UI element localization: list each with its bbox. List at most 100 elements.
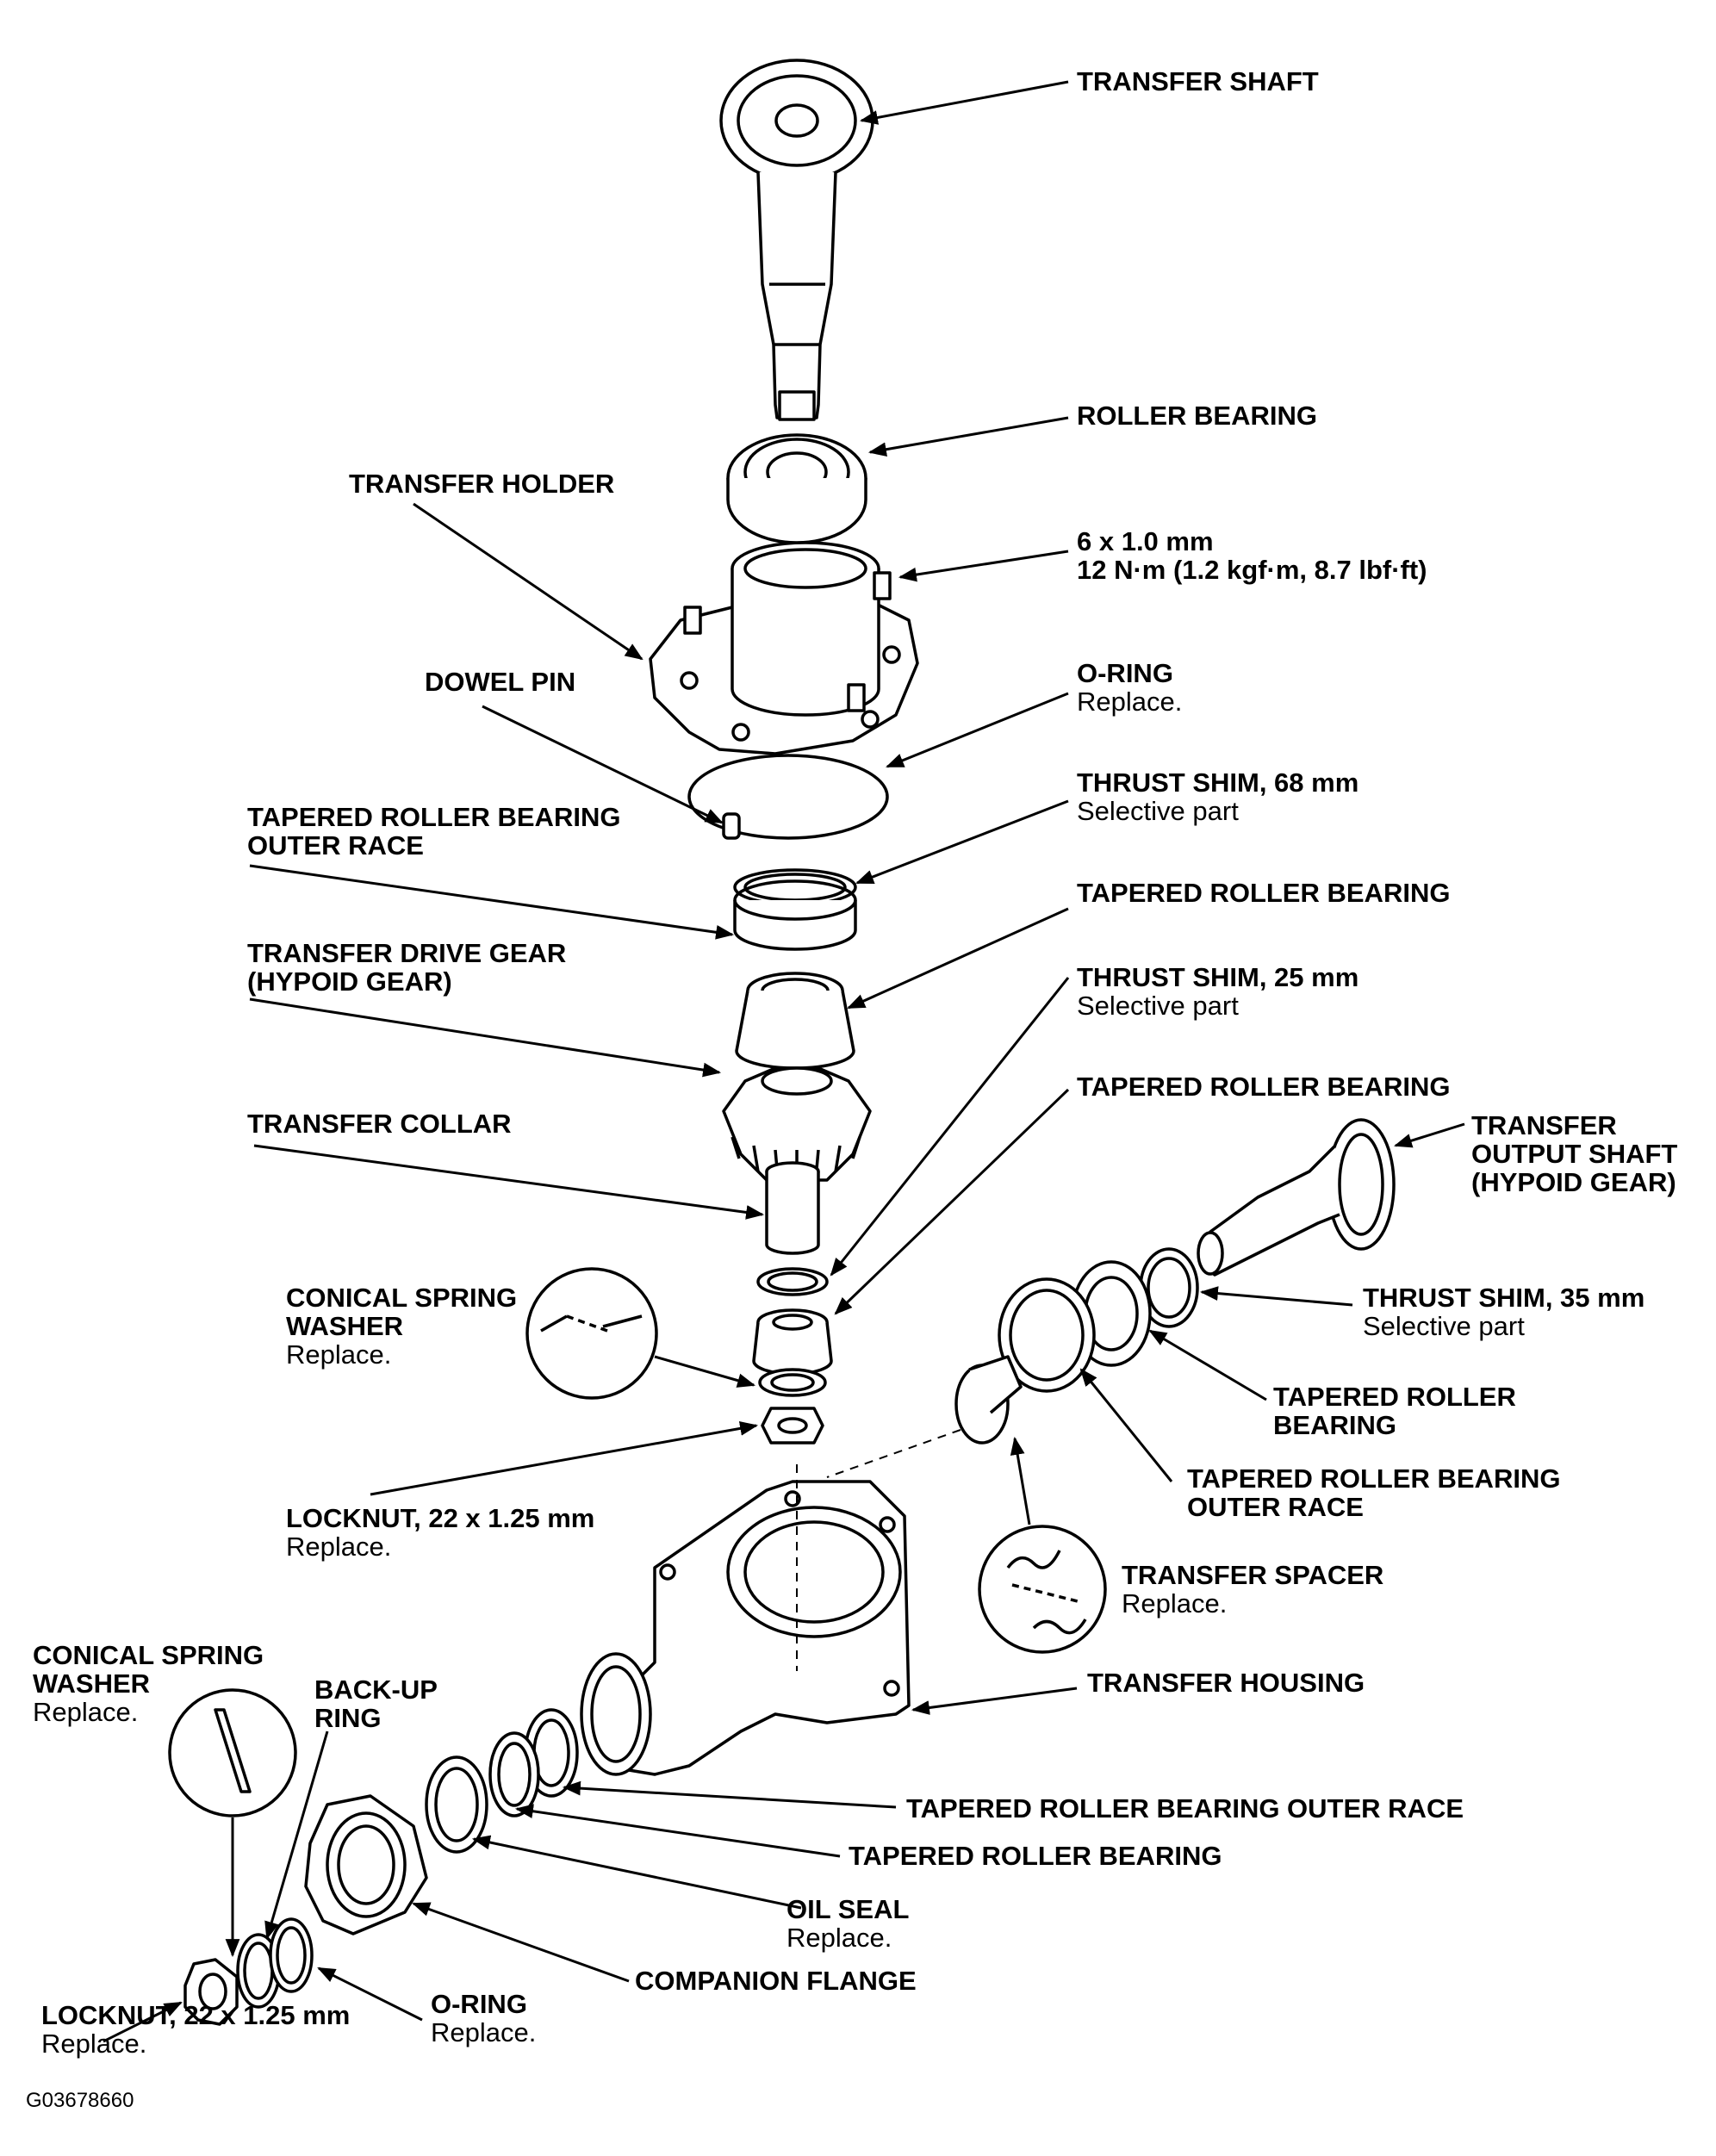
label-companion-flange: COMPANION FLANGE	[635, 1966, 917, 1995]
label-note: Replace.	[41, 2029, 147, 2059]
label-title: TRANSFER DRIVE GEAR	[247, 938, 567, 968]
label-conical-washer-1: CONICAL SPRING WASHER Replace.	[286, 1283, 517, 1369]
label-title: TRANSFER	[1471, 1110, 1617, 1140]
transfer-shaft-part	[719, 59, 874, 421]
label-note: Replace.	[431, 2017, 537, 2047]
label-output-shaft: TRANSFER OUTPUT SHAFT (HYPOID GEAR)	[1471, 1111, 1677, 1196]
leader-dowel-pin	[482, 705, 724, 824]
label-title: O-RING	[431, 1989, 527, 2019]
spacer-detail-circle	[978, 1525, 1107, 1654]
leader-drive-gear	[249, 997, 722, 1078]
label-o-ring-top: O-RING Replace.	[1077, 659, 1182, 716]
leader-locknut-2	[103, 2001, 183, 2043]
leader-outer-race-3	[562, 1780, 897, 1809]
label-note: Replace.	[786, 1923, 892, 1953]
label-transfer-spacer: TRANSFER SPACER Replace.	[1122, 1561, 1383, 1618]
label-title: THRUST SHIM, 68 mm	[1077, 767, 1359, 798]
label-note: Replace.	[286, 1339, 392, 1370]
label-title: TAPERED ROLLER BEARING	[1077, 878, 1451, 908]
label-roller-bearing: ROLLER BEARING	[1077, 401, 1317, 430]
roller-bearing-part	[726, 433, 867, 544]
label-drive-gear: TRANSFER DRIVE GEAR (HYPOID GEAR)	[247, 939, 566, 996]
label-title: OIL SEAL	[786, 1894, 910, 1924]
label-title: TRANSFER COLLAR	[247, 1109, 512, 1139]
leader-trb-2	[834, 1088, 1070, 1315]
label-trb-outer-race-1: TAPERED ROLLER BEARING OUTER RACE	[247, 803, 620, 860]
output-shaft-part	[1197, 1118, 1396, 1277]
label-trb-3: TAPERED ROLLER BEARING	[1273, 1382, 1516, 1439]
leader-o-ring-bottom	[317, 1966, 423, 2022]
label-title-2: RING	[314, 1703, 382, 1733]
label-title-2: WASHER	[33, 1668, 151, 1699]
leader-transfer-housing	[911, 1687, 1078, 1715]
label-bolt-spec: 6 x 1.0 mm 12 N·m (1.2 kgf·m, 8.7 lbf·ft…	[1077, 527, 1427, 584]
label-note: Selective part	[1077, 991, 1239, 1021]
label-title: O-RING	[1077, 658, 1173, 688]
leader-back-up-ring	[264, 1730, 329, 1941]
label-title: TRANSFER HOUSING	[1087, 1668, 1365, 1698]
leader-thrust-shim-35	[1199, 1286, 1353, 1307]
label-thrust-shim-25: THRUST SHIM, 25 mm Selective part	[1077, 963, 1358, 1020]
shim-and-race-top	[733, 868, 857, 951]
o-ring-top-part	[687, 754, 889, 840]
label-note: 12 N·m (1.2 kgf·m, 8.7 lbf·ft)	[1077, 555, 1427, 585]
label-note: Replace.	[1077, 687, 1183, 717]
leader-outer-race-2	[1079, 1368, 1173, 1482]
label-title: TAPERED ROLLER BEARING	[849, 1841, 1222, 1871]
conical-washer-locknut-part	[758, 1368, 827, 1445]
label-title: TAPERED ROLLER BEARING	[1187, 1463, 1561, 1494]
label-title-2: BEARING	[1273, 1410, 1396, 1440]
label-note: Selective part	[1077, 796, 1239, 826]
assembly-axis-right	[826, 1429, 961, 1478]
label-transfer-housing: TRANSFER HOUSING	[1087, 1668, 1365, 1697]
leader-o-ring-top	[886, 692, 1069, 768]
label-title: THRUST SHIM, 25 mm	[1077, 962, 1359, 992]
label-trb-1: TAPERED ROLLER BEARING	[1077, 879, 1450, 907]
leader-roller-bearing	[867, 416, 1069, 457]
leader-companion-flange	[412, 1902, 630, 1983]
label-title-2: OUTER RACE	[1187, 1492, 1364, 1522]
transfer-housing-part	[580, 1480, 911, 1776]
leader-trb-4	[514, 1804, 841, 1858]
leader-bolt-spec	[898, 550, 1069, 582]
leader-outer-race-1	[249, 864, 735, 940]
label-oil-seal: OIL SEAL Replace.	[786, 1895, 909, 1952]
label-note: Replace.	[33, 1697, 139, 1727]
label-title: COMPANION FLANGE	[635, 1966, 917, 1996]
label-title: DOWEL PIN	[425, 667, 576, 697]
label-back-up-ring: BACK-UP RING	[314, 1675, 438, 1732]
label-o-ring-bottom: O-RING Replace.	[431, 1990, 536, 2047]
label-note: Replace.	[286, 1532, 392, 1562]
thrust-shim-25-part	[756, 1267, 829, 1296]
label-title: LOCKNUT, 22 x 1.25 mm	[41, 2000, 351, 2030]
label-locknut-2: LOCKNUT, 22 x 1.25 mm Replace.	[41, 2001, 350, 2058]
label-title: ROLLER BEARING	[1077, 401, 1317, 431]
leader-transfer-collar	[253, 1144, 765, 1220]
right-bearing-stack	[954, 1247, 1199, 1445]
label-transfer-holder: TRANSFER HOLDER	[349, 469, 614, 498]
label-title: TAPERED ROLLER BEARING	[247, 802, 621, 832]
leader-thrust-shim-68	[855, 799, 1069, 885]
label-title: TAPERED ROLLER BEARING	[1077, 1072, 1451, 1102]
tapered-bearing-lower	[752, 1308, 833, 1376]
label-title: LOCKNUT, 22 x 1.25 mm	[286, 1503, 595, 1533]
washer-detail-circle-2	[168, 1688, 297, 1817]
leader-transfer-shaft	[859, 80, 1069, 125]
label-thrust-shim-68: THRUST SHIM, 68 mm Selective part	[1077, 768, 1358, 825]
leader-trb-3	[1148, 1329, 1267, 1401]
leader-transfer-holder	[413, 502, 644, 661]
lower-left-bearing-stack	[425, 1708, 579, 1854]
label-note: Replace.	[1122, 1588, 1228, 1619]
leader-thrust-shim-25	[830, 977, 1070, 1277]
label-title: BACK-UP	[314, 1674, 438, 1705]
transfer-collar-part	[765, 1161, 820, 1255]
label-transfer-shaft: TRANSFER SHAFT	[1077, 67, 1319, 96]
leader-oil-seal	[471, 1835, 802, 1910]
label-dowel-pin: DOWEL PIN	[425, 668, 575, 696]
label-trb-2: TAPERED ROLLER BEARING	[1077, 1072, 1450, 1101]
tapered-bearing-top	[735, 972, 855, 1070]
label-note: OUTER RACE	[247, 830, 424, 861]
label-title: CONICAL SPRING	[286, 1283, 518, 1313]
label-conical-washer-2: CONICAL SPRING WASHER Replace.	[33, 1641, 264, 1726]
